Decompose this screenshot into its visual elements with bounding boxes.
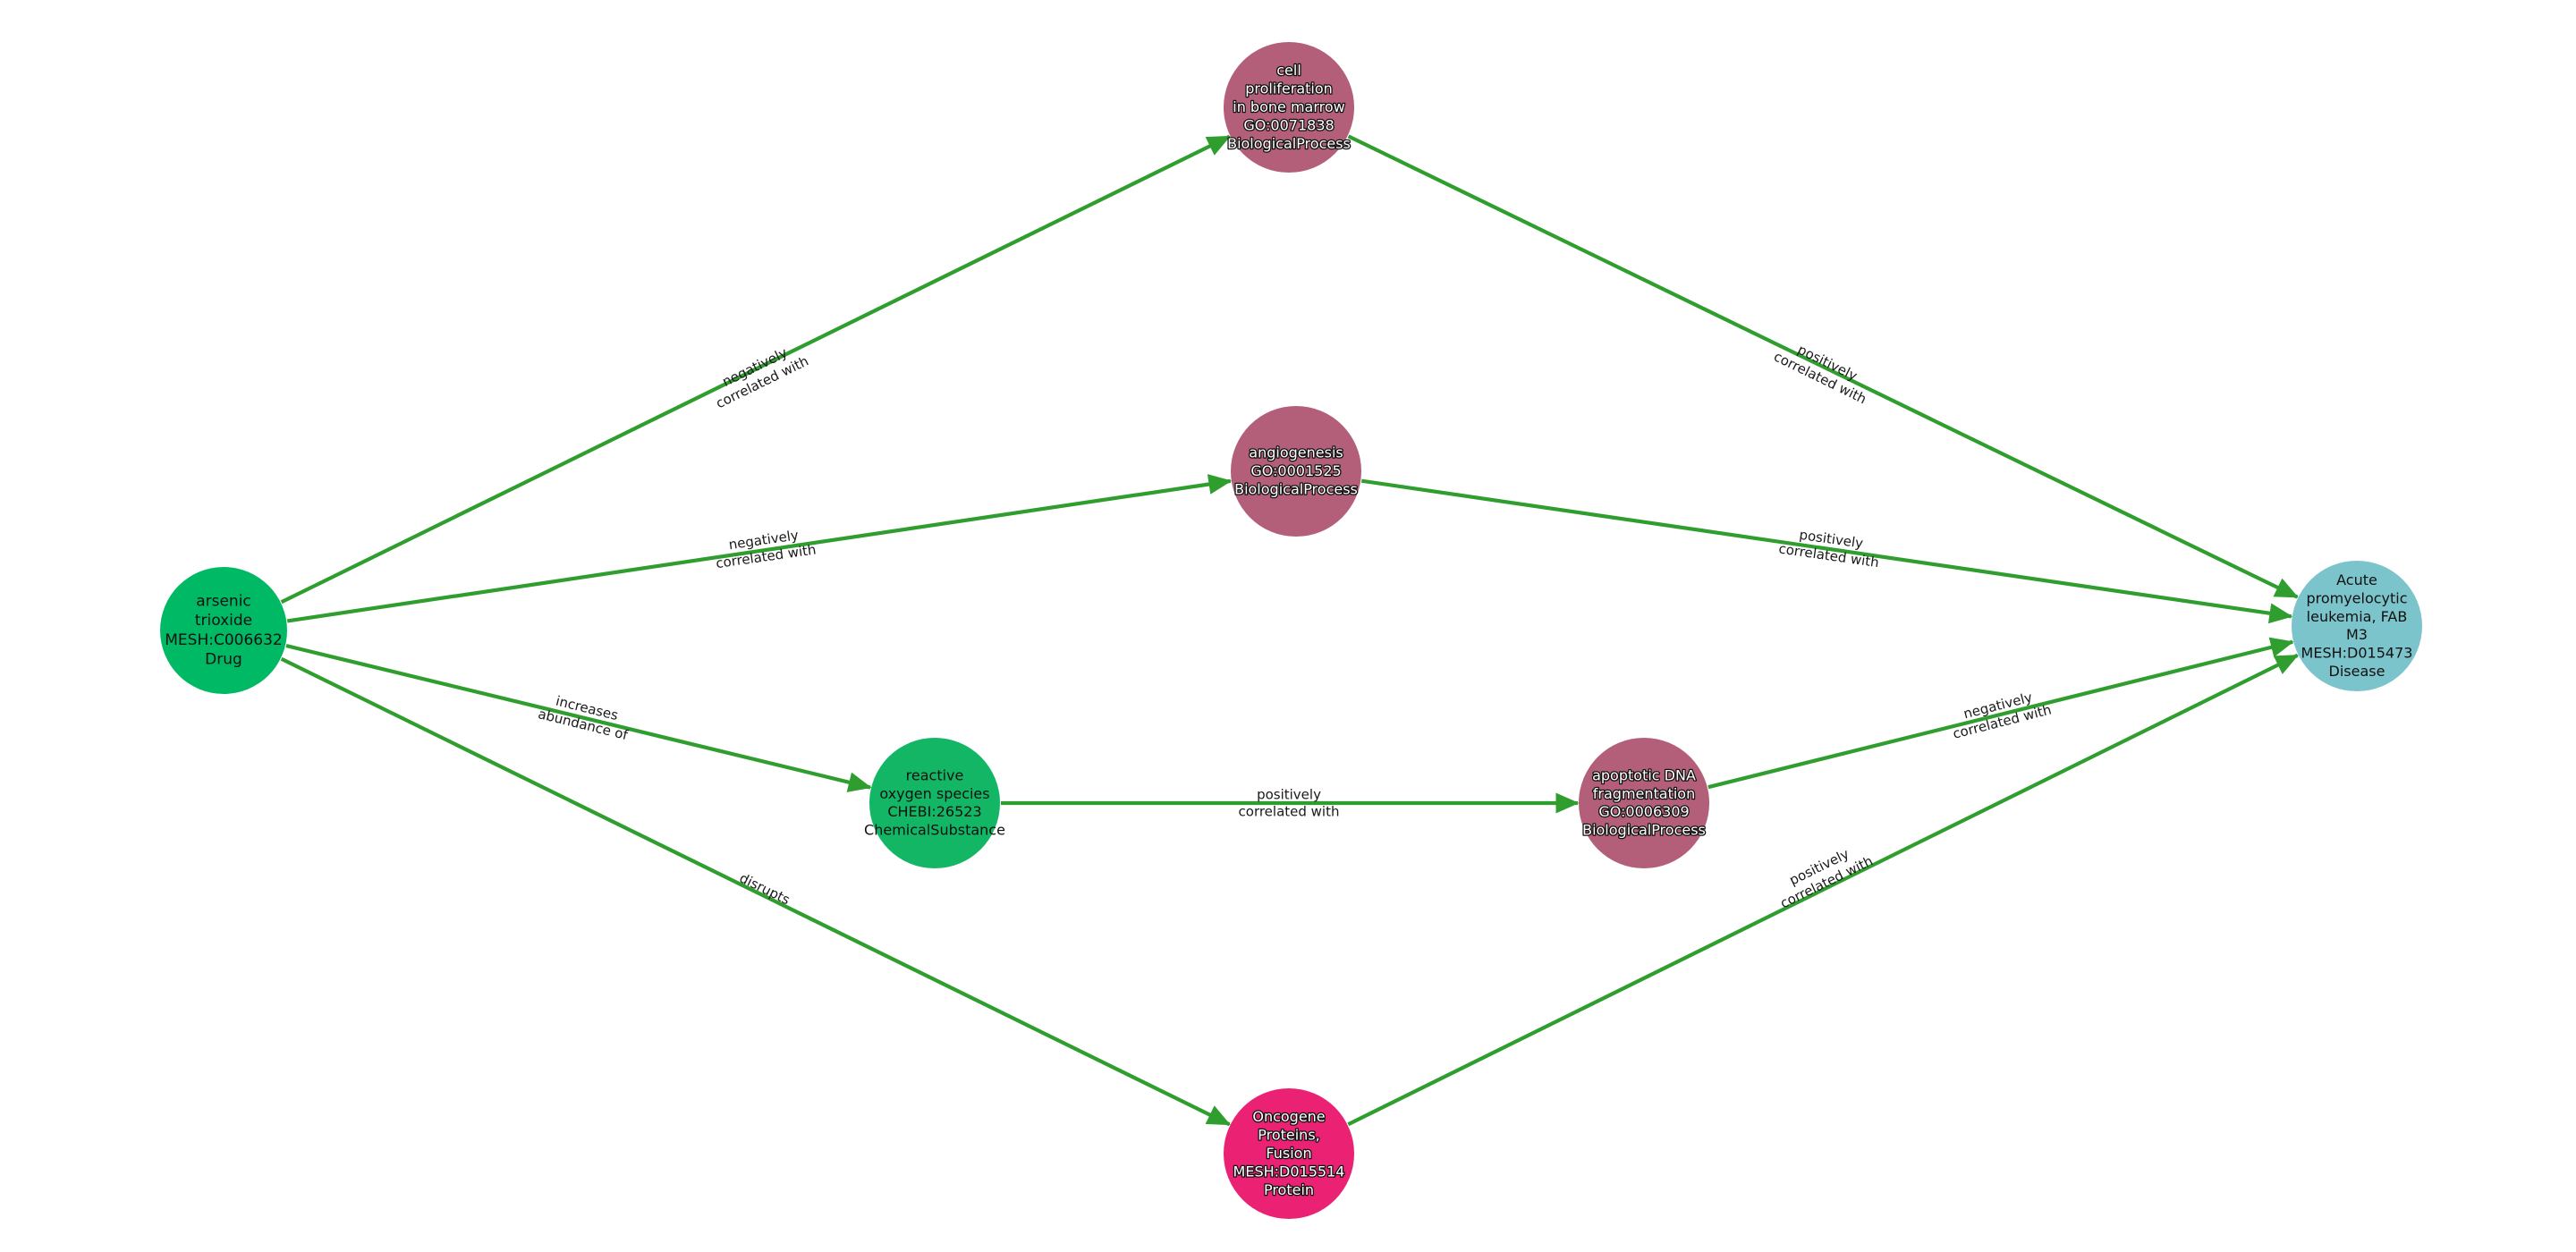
edge-label-text: increasesabundance of (537, 689, 634, 742)
edge-labels-layer: negativelycorrelated with positivelycorre… (537, 333, 2054, 911)
edge-label-edge-angiogenesis-apl: positivelycorrelated with (1778, 523, 1883, 570)
graph-edge[interactable] (1360, 478, 2293, 624)
edge-label-text: positivelycorrelated with (1770, 837, 1876, 911)
graph-edge[interactable] (280, 134, 1231, 605)
node-circle[interactable] (1231, 406, 1361, 537)
edge-label-text: positivelycorrelated with (1771, 333, 1877, 407)
node-circle[interactable] (1224, 1088, 1354, 1219)
edge-label-text: negativelycorrelated with (1947, 685, 2054, 742)
graph-edge[interactable] (286, 474, 1233, 623)
node-circle[interactable] (1224, 42, 1354, 173)
edge-label-text: positivelycorrelated with (1778, 523, 1883, 570)
edge-label-edge-arsenic-ros: increasesabundance of (537, 689, 634, 743)
edges-layer (280, 134, 2300, 1127)
graph-edge[interactable] (1707, 637, 2294, 790)
edge-label-edge-apoptotic-apl: negativelycorrelated with (1947, 685, 2054, 742)
graph-edge[interactable] (1347, 134, 2299, 599)
node-circle[interactable] (1579, 738, 1709, 868)
edge-label-edge-arsenic-angiogenesis: negativelycorrelated with (712, 524, 817, 571)
edge-label-edge-cellprolif-apl: positivelycorrelated with (1771, 333, 1877, 407)
graph-edge[interactable] (280, 656, 1231, 1127)
node-circle[interactable] (160, 567, 287, 694)
node-circle[interactable] (869, 738, 1000, 868)
graph-edge[interactable] (1347, 653, 2300, 1127)
edge-label-text: negativelycorrelated with (712, 524, 817, 571)
edge-label-edge-oncogene-apl: positivelycorrelated with (1770, 837, 1876, 911)
node-circle[interactable] (2292, 561, 2422, 691)
graph-edge[interactable] (285, 643, 872, 792)
